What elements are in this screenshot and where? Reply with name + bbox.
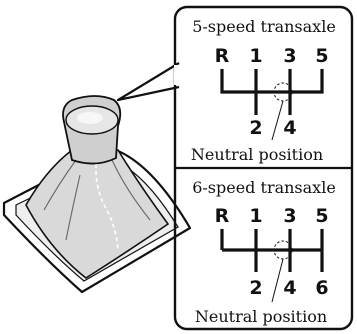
gear-label-5: 5: [315, 205, 328, 227]
neutral-position-label: Neutral position: [195, 307, 327, 326]
gear-label-3: 3: [283, 45, 296, 67]
gear-label-4: 4: [283, 277, 296, 299]
gear-label-3: 3: [283, 205, 296, 227]
shift-boot-stitch: [95, 149, 119, 251]
gear-label-2: 2: [249, 117, 262, 139]
callout-pointer: [116, 62, 180, 102]
neutral-leader: [271, 258, 284, 303]
shift-boot-fold: [43, 159, 151, 241]
panel-5-speed: 5-speed transaxle R 1 3 5 2 4 Neutral po…: [191, 17, 336, 164]
shift-gate-6-speed: [220, 229, 324, 272]
neutral-position-label: Neutral position: [191, 145, 323, 164]
gear-label-6: 6: [315, 277, 328, 299]
gear-label-5: 5: [315, 45, 328, 67]
shift-knob-highlight: [77, 112, 103, 124]
gear-label-1: 1: [249, 205, 262, 227]
neutral-leader: [271, 100, 284, 141]
gear-label-4: 4: [283, 117, 296, 139]
panel-6-speed: 6-speed transaxle R 1 3 5 2 4 6 Neutral …: [192, 178, 336, 326]
panel-title: 6-speed transaxle: [192, 178, 336, 197]
shift-gate-5-speed: [220, 69, 324, 115]
gear-shift-lever-illustration: [2, 95, 192, 294]
gear-label-1: 1: [249, 45, 262, 67]
panel-title: 5-speed transaxle: [192, 17, 336, 36]
gear-label-r: R: [215, 205, 230, 227]
gear-label-2: 2: [249, 277, 262, 299]
gear-label-r: R: [215, 45, 230, 67]
